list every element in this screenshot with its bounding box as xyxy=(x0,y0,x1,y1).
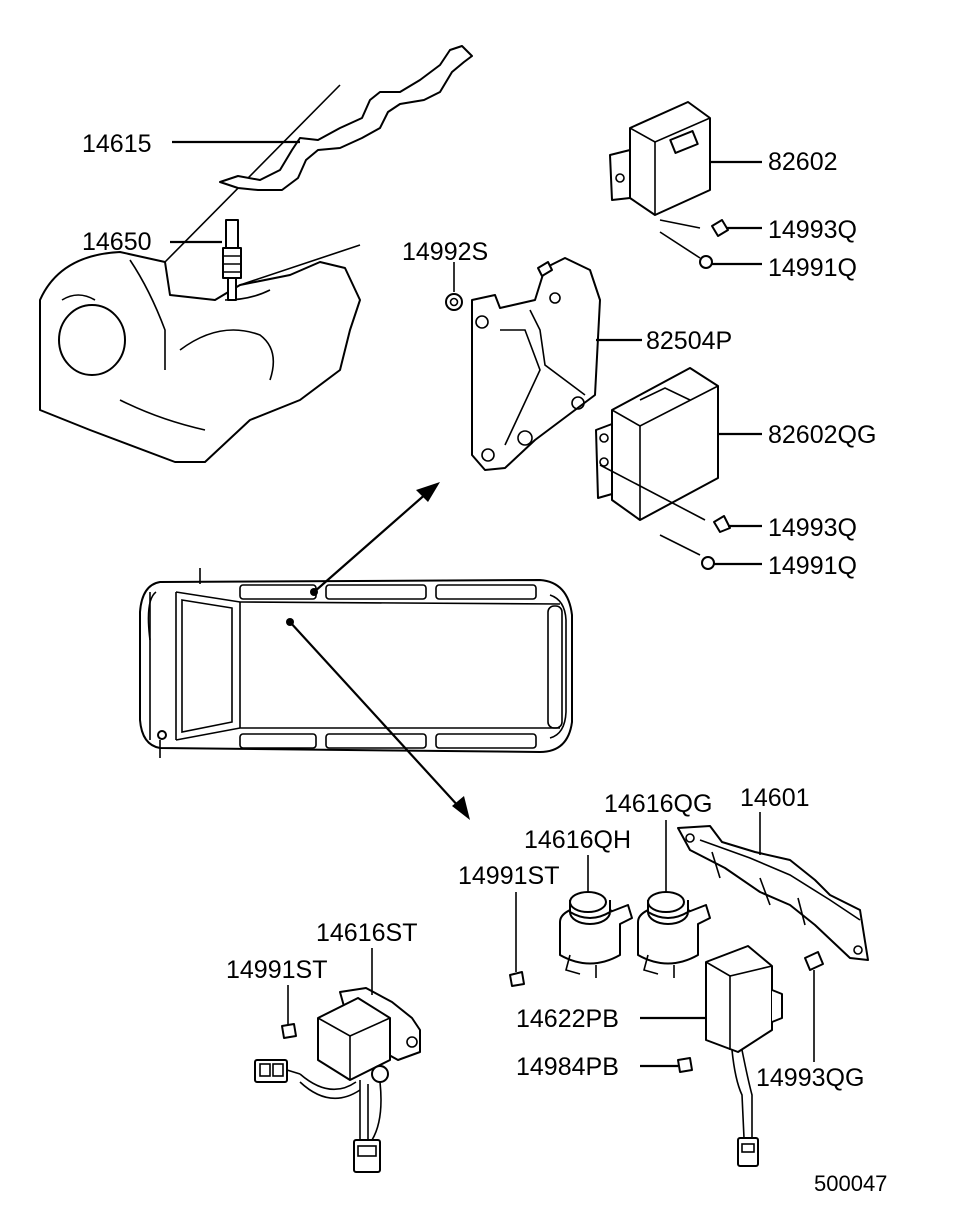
glow-plug-14650 xyxy=(170,219,242,301)
label-14991q-bottom: 14991Q xyxy=(768,552,857,580)
screw-14993qg xyxy=(804,951,824,1062)
label-14993q-bottom: 14993Q xyxy=(768,514,857,542)
label-82602qg: 82602QG xyxy=(768,421,876,449)
vehicle-top-view xyxy=(139,482,573,820)
control-unit-82602qg xyxy=(595,367,762,570)
label-14601: 14601 xyxy=(740,784,810,812)
label-14991st-right: 14991ST xyxy=(458,862,559,890)
label-14991st-left: 14991ST xyxy=(226,956,327,984)
label-82504p: 82504P xyxy=(646,327,732,355)
relay-14616st xyxy=(254,948,421,1173)
label-14984pb: 14984PB xyxy=(516,1053,619,1081)
glow-plug-wire-14615 xyxy=(172,45,473,191)
screw-14991st-a xyxy=(509,892,525,987)
label-14615: 14615 xyxy=(82,130,152,158)
label-82602: 82602 xyxy=(768,148,838,176)
label-14616qg: 14616QG xyxy=(604,790,712,818)
bracket-82504p xyxy=(445,257,642,471)
bracket-14601 xyxy=(677,812,869,961)
label-14992s: 14992S xyxy=(402,238,488,266)
engine-illustration xyxy=(39,84,361,463)
relay-14616qh xyxy=(559,855,633,978)
label-14622pb: 14622PB xyxy=(516,1005,619,1033)
label-14616qh: 14616QH xyxy=(524,826,631,854)
relay-14616qg xyxy=(637,820,711,978)
label-14616st: 14616ST xyxy=(316,919,417,947)
reference-number: 500047 xyxy=(814,1171,887,1196)
label-14991q-top: 14991Q xyxy=(768,254,857,282)
control-unit-82602 xyxy=(609,101,762,269)
label-14650: 14650 xyxy=(82,228,152,256)
label-14993qg: 14993QG xyxy=(756,1064,864,1092)
label-14993q-top: 14993Q xyxy=(768,216,857,244)
module-14622pb xyxy=(640,945,783,1167)
